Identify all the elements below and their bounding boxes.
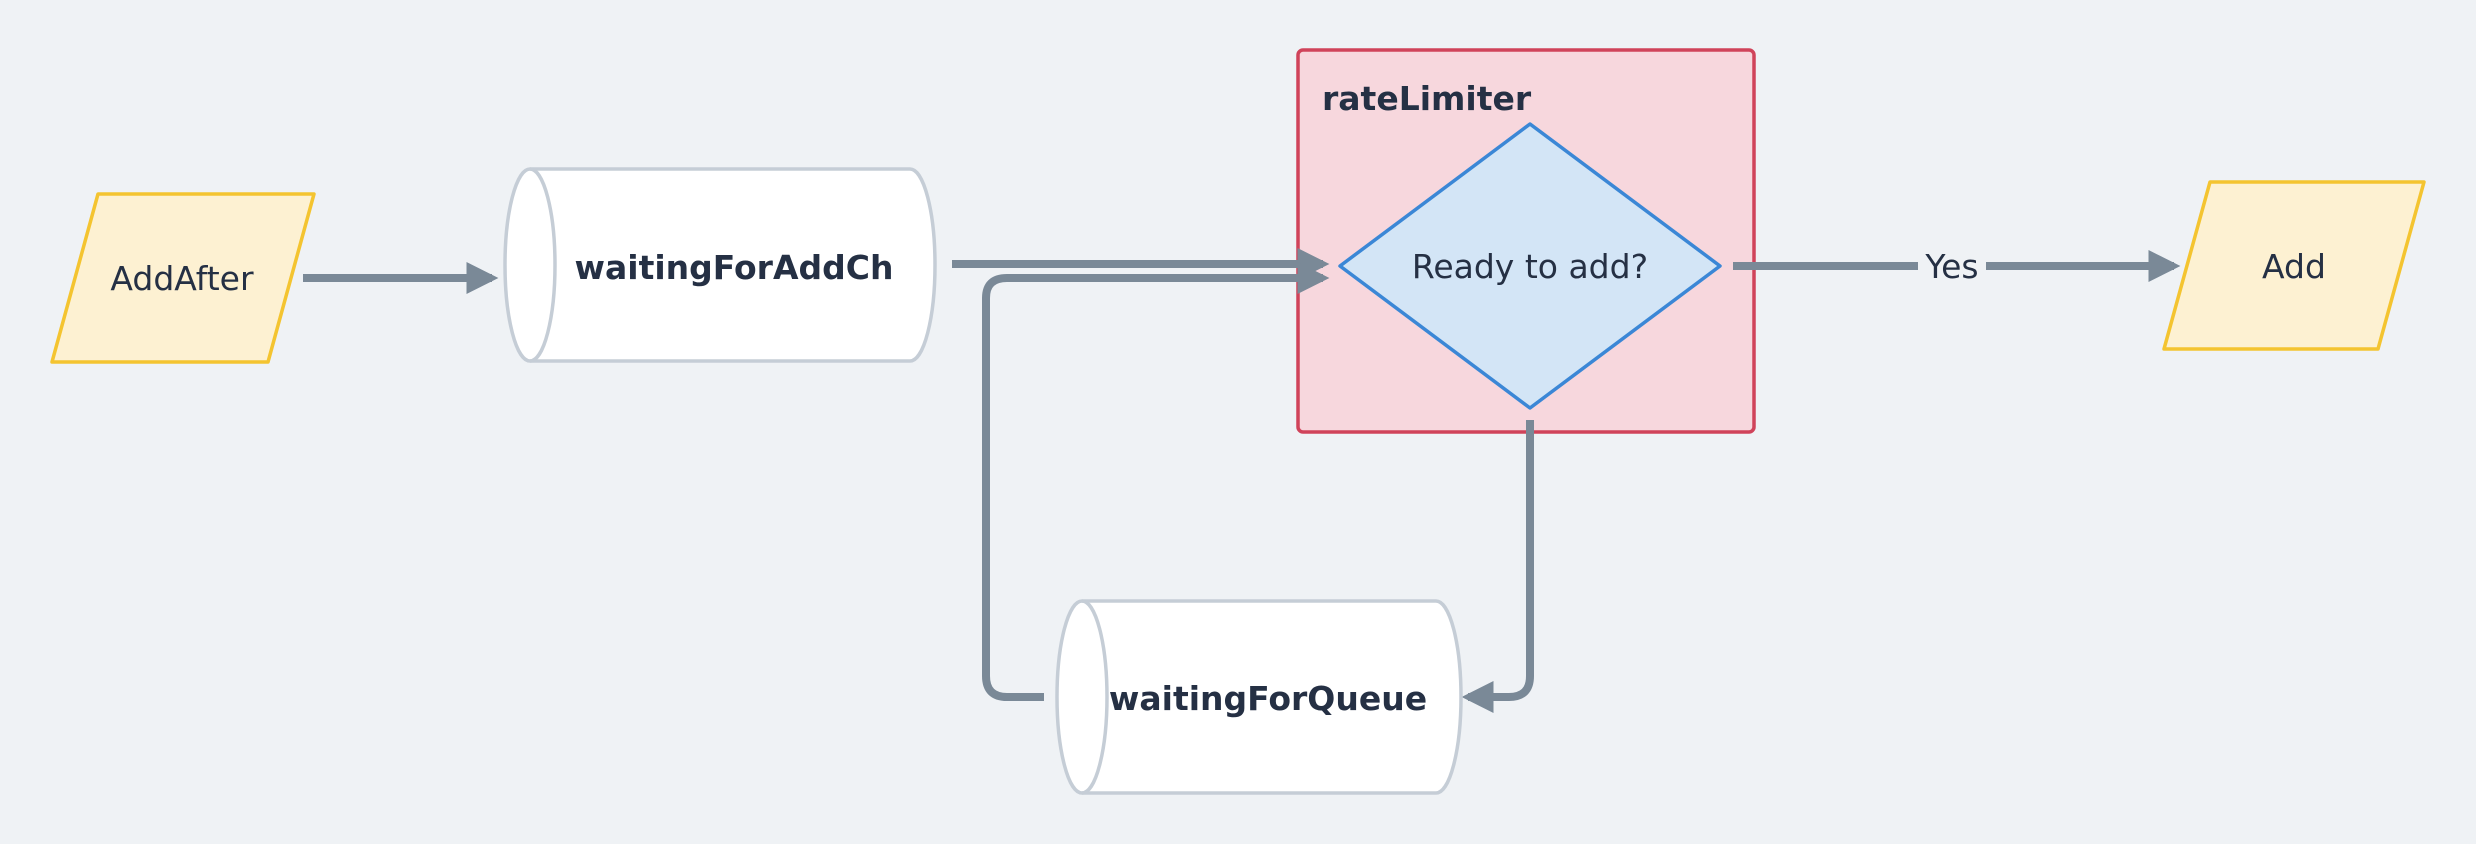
edge-waitingforqueue-to-decision (982, 262, 1330, 701)
ready-to-add-shape (1338, 122, 1722, 410)
waiting-for-queue-rim (1081, 599, 1109, 795)
add-after-shape (50, 192, 316, 364)
edge-decision-to-waitingforqueue (1461, 420, 1534, 713)
edges: Yes (303, 247, 2181, 713)
waiting-for-add-ch-rim (529, 167, 557, 363)
waiting-for-add-ch-label: waitingForAddCh (575, 248, 894, 287)
waiting-for-add-ch-node[interactable]: waitingForAddCh (503, 167, 937, 363)
rate-limiter-label: rateLimiter (1322, 79, 1532, 118)
ready-to-add-label: Ready to add? (1412, 247, 1648, 286)
yes-edge-label: Yes (1924, 247, 1978, 286)
add-after-label: AddAfter (110, 259, 254, 298)
add-node[interactable]: Add (2162, 180, 2426, 351)
waiting-for-queue-body (1055, 599, 1463, 795)
ready-to-add-node[interactable]: Ready to add? (1338, 122, 1722, 410)
waiting-for-add-ch-body (503, 167, 937, 363)
add-after-node[interactable]: AddAfter (50, 192, 316, 364)
add-shape (2162, 180, 2426, 351)
waiting-for-queue-node[interactable]: waitingForQueue (1055, 599, 1463, 795)
waiting-for-queue-label: waitingForQueue (1109, 679, 1427, 718)
add-label: Add (2262, 247, 2326, 286)
